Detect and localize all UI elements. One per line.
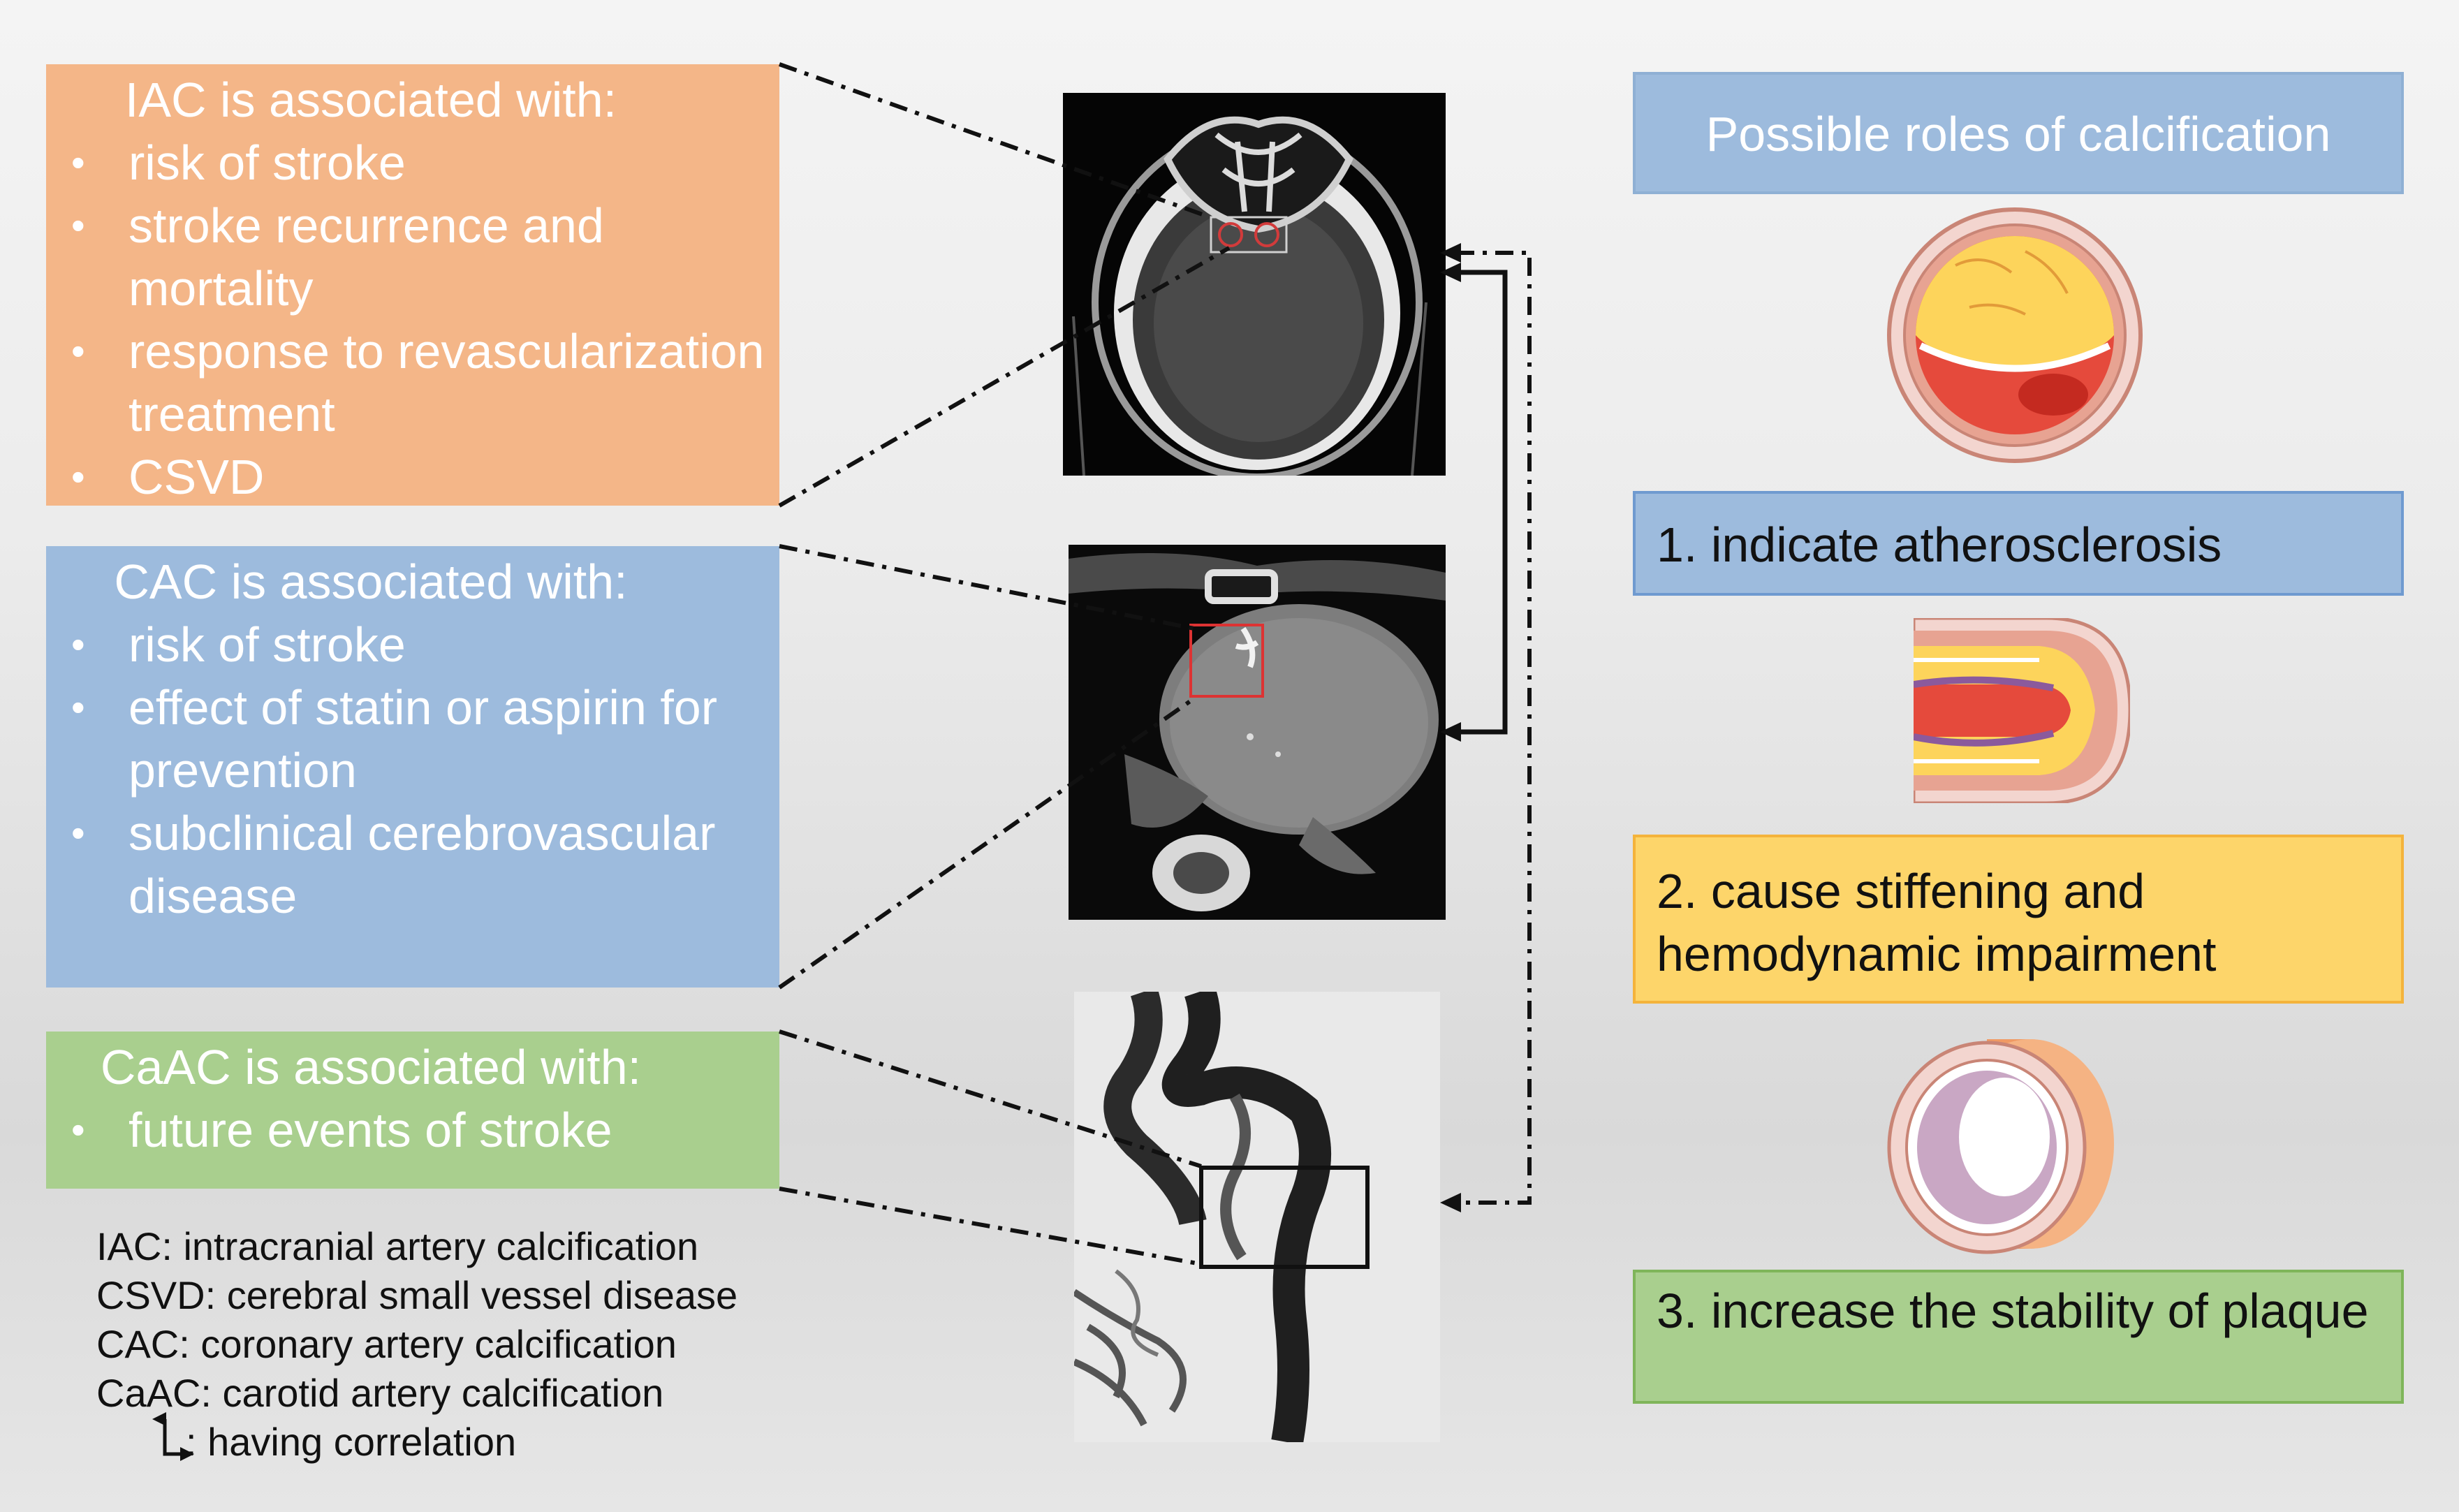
cac-list: risk of stroke effect of statin or aspir… [46,613,779,927]
caac-list: future events of stroke [46,1099,779,1161]
caac-box: CaAC is associated with: future events o… [46,1032,779,1189]
iac-heading: IAC is associated with: [124,73,617,127]
correlation-arrow-icon [152,1412,194,1461]
legend-line: CSVD: cerebral small vessel disease [96,1273,738,1317]
role-1-text: 1. indicate atherosclerosis [1657,518,2222,572]
roles-title: Possible roles of calcification [1705,107,2331,161]
role-2-box: 2. cause stiffening and hemodynamic impa… [1633,835,2404,1004]
legend-correlation-row: : having correlation [96,1412,737,1467]
role-3-box: 3. increase the stability of plaque [1633,1270,2404,1404]
legend-line: CaAC: carotid artery calcification [96,1371,664,1415]
role-3-text: 3. increase the stability of plaque [1657,1284,2369,1338]
artery-longitudinal-icon [1914,618,2130,803]
abbreviation-legend: IAC: intracranial artery calcification C… [96,1222,737,1467]
calcified-vessel-icon [1887,1039,2114,1254]
caac-item: future events of stroke [71,1099,779,1161]
roles-title-box: Possible roles of calcification [1633,72,2404,194]
chest-ct-scan [1069,545,1446,920]
head-ct-scan [1063,93,1446,476]
iac-item: stroke recurrence and mortality [71,194,779,320]
carotid-angiogram [1074,992,1440,1442]
cac-box: CAC is associated with: risk of stroke e… [46,546,779,988]
iac-list: risk of stroke stroke recurrence and mor… [46,131,779,508]
cac-item: effect of statin or aspirin for preventi… [71,676,779,802]
iac-box: IAC is associated with: risk of stroke s… [46,64,779,508]
cac-item: risk of stroke [71,613,779,676]
legend-line: IAC: intracranial artery calcification [96,1224,699,1268]
role-1-box: 1. indicate atherosclerosis [1633,491,2404,596]
cac-heading: CAC is associated with: [114,555,628,609]
correlation-label: : having correlation [186,1420,517,1464]
iac-item: CSVD [71,446,779,508]
caac-heading: CaAC is associated with: [100,1040,642,1094]
artery-cross-section-icon [1887,207,2143,463]
cac-item: subclinical cerebrovascular disease [71,802,779,927]
role-2-text: 2. cause stiffening and hemodynamic impa… [1657,864,2217,981]
iac-item: risk of stroke [71,131,779,194]
iac-item: response to revascularization treatment [71,320,779,446]
legend-line: CAC: coronary artery calcification [96,1322,677,1366]
